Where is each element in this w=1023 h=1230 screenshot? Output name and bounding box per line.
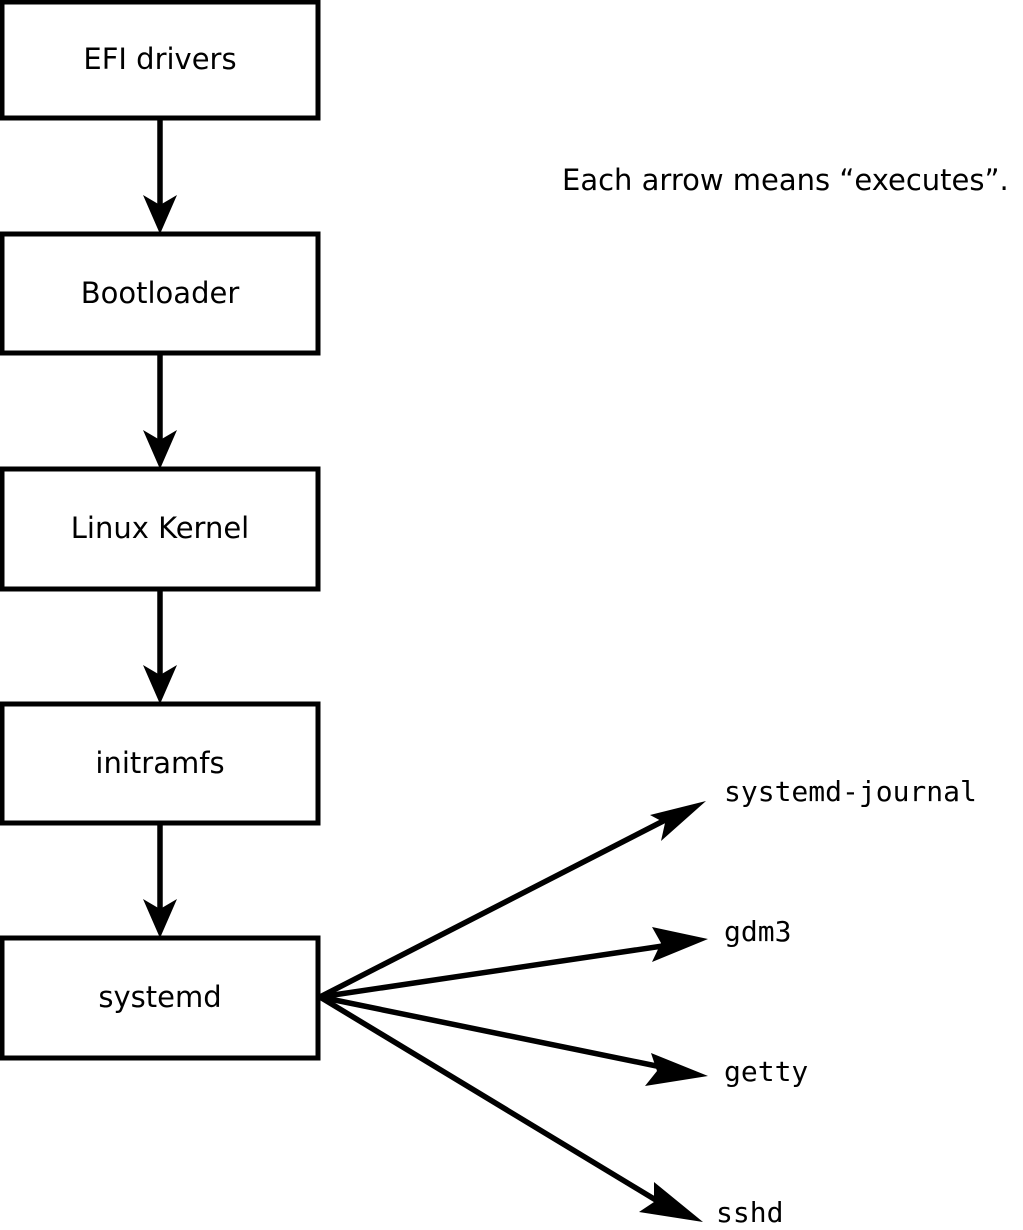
arrow-head-down-icon [143, 899, 177, 938]
fanout-edge-sshd [318, 994, 703, 1222]
chain-edge-initramfs-to-systemd [143, 823, 177, 938]
fanout-edge-gdm3 [319, 927, 708, 1000]
box-label-linux-kernel: Linux Kernel [71, 511, 249, 545]
box-outline [0, 466, 321, 592]
arrow-head-icon [652, 927, 708, 962]
process-label-gdm3: gdm3 [724, 915, 791, 948]
box-systemd[interactable]: systemd [0, 935, 321, 1061]
legend-text: Each arrow means “executes”. [562, 163, 1009, 197]
process-label-sshd: sshd [716, 1196, 783, 1229]
chain-edge-efi-to-bootloader [143, 118, 177, 234]
box-initramfs[interactable]: initramfs [0, 701, 321, 826]
box-bootloader[interactable]: Bootloader [0, 231, 321, 356]
arrow-head-icon [639, 1182, 703, 1222]
box-label-efi-drivers: EFI drivers [83, 42, 236, 76]
box-outline [0, 231, 321, 356]
arrow-head-down-icon [143, 430, 177, 469]
process-label-systemd-journal: systemd-journal [724, 775, 977, 808]
fanout-edge-line [318, 812, 677, 1000]
box-outline [0, 935, 321, 1061]
fanout-edge-getty [319, 994, 708, 1086]
arrow-head-down-icon [143, 195, 177, 234]
fanout-edge-line [319, 941, 677, 1000]
box-label-initramfs: initramfs [95, 746, 224, 780]
fanout-edge-line [319, 994, 677, 1073]
box-efi-drivers[interactable]: EFI drivers [0, 0, 321, 121]
chain-edge-kernel-to-initramfs [143, 589, 177, 704]
box-label-bootloader: Bootloader [81, 276, 240, 310]
fanout-edge-systemd-journal [318, 801, 706, 1000]
box-outline [0, 0, 321, 121]
process-label-getty: getty [724, 1055, 808, 1088]
arrow-head-icon [645, 1053, 708, 1086]
arrow-head-down-icon [143, 665, 177, 704]
arrow-head-icon [650, 801, 706, 841]
fanout-edge-line [318, 994, 671, 1211]
chain-edge-bootloader-to-kernel [143, 353, 177, 469]
box-outline [0, 701, 321, 826]
box-label-systemd: systemd [98, 980, 221, 1014]
box-linux-kernel[interactable]: Linux Kernel [0, 466, 321, 592]
